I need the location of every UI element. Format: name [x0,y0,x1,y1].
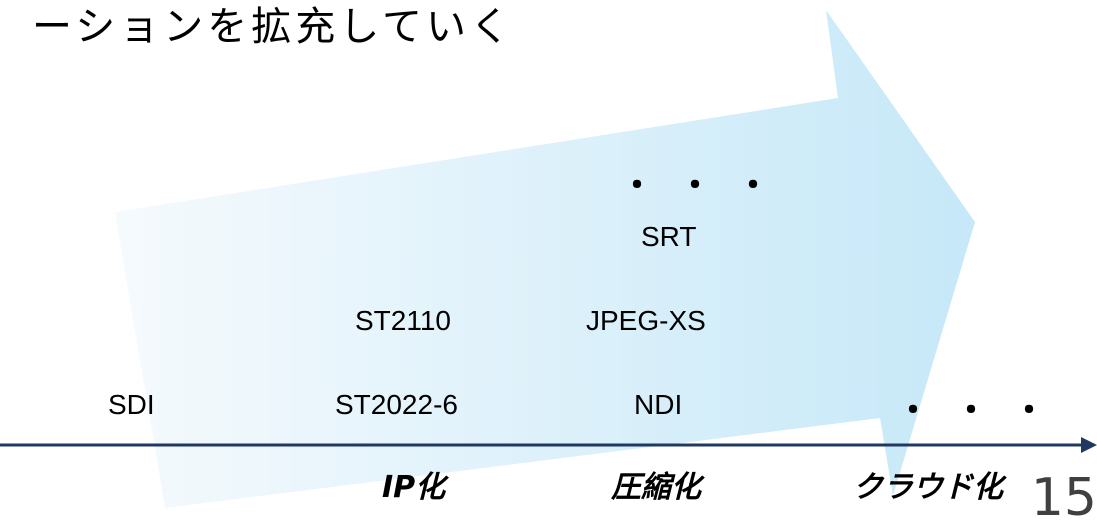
era-label-cloud: クラウド化 [853,470,1003,505]
tech-label-st2110: ST2110 [355,305,451,336]
era-label-ip: IP化 [382,470,446,505]
tech-label-sdi: SDI [108,389,155,420]
progress-big-arrow [115,10,975,508]
era-label-compression: 圧縮化 [611,470,701,505]
tech-label-srt: SRT [641,221,697,252]
tech-label-jpeg-xs: JPEG-XS [586,305,706,336]
tech-label-ndi: NDI [634,389,683,420]
heading-text: ーションを拡充していく [32,4,514,50]
tech-label-st2022-6: ST2022-6 [335,389,458,420]
timeline-axis-arrowhead [1081,437,1097,453]
ellipsis-right: ・・・ [896,392,1070,430]
page-number: 15 [1030,468,1097,528]
ellipsis-top: ・・・ [620,167,794,205]
